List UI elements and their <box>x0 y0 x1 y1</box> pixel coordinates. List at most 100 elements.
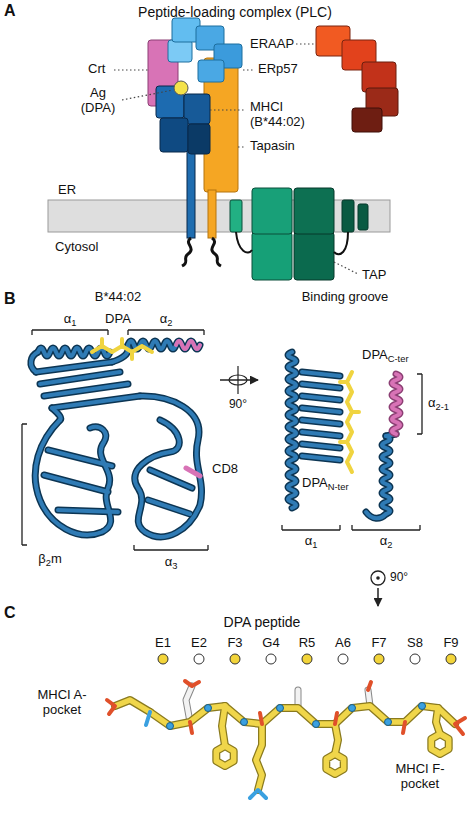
oxygen-stick <box>455 718 465 734</box>
tap-linker <box>236 232 348 254</box>
tap-domain <box>294 188 334 234</box>
text-part: α <box>305 533 313 548</box>
oxygen-stick <box>107 700 115 714</box>
panel-title: Peptide-loading complex (PLC) <box>138 4 332 20</box>
text-part: α <box>160 311 168 326</box>
structure-title: B*44:02 <box>95 290 141 305</box>
bracket <box>128 330 204 335</box>
panel-letter: B <box>4 290 16 308</box>
subscript: C-ter <box>388 354 409 364</box>
alpha2-1-segment <box>176 341 200 349</box>
component-label: ERAAP <box>250 37 294 52</box>
domain-label: α2-1 <box>428 396 449 412</box>
component-label: MHCI (B*44:02) <box>250 100 320 130</box>
compartment-label: ER <box>58 183 76 198</box>
oxygen-stick <box>190 713 405 733</box>
alpha2-1-helix <box>392 374 400 434</box>
nitrogen-atom <box>349 705 356 712</box>
peptide-stick <box>102 339 132 359</box>
nitrogen-atom <box>277 705 284 712</box>
bracket <box>417 374 422 434</box>
leader-line <box>238 146 246 147</box>
erp57-shape <box>198 60 224 82</box>
rotation-symbol <box>229 375 247 385</box>
erp57-shape <box>168 40 192 62</box>
tap-helix <box>342 200 354 232</box>
text-part: β <box>38 551 45 566</box>
subscript: 2 <box>167 318 172 328</box>
rotation-arrow <box>377 588 379 606</box>
component-label: TAP <box>362 268 386 283</box>
peptide-sticks <box>340 372 359 472</box>
ribbon-outline <box>31 341 202 537</box>
rotation-symbol <box>371 571 385 585</box>
structure-title: Binding groove <box>302 290 389 305</box>
rotation-symbol <box>376 576 380 580</box>
leader-line <box>243 69 255 70</box>
leader-line <box>114 69 148 70</box>
bracket <box>134 545 208 550</box>
cd8-site <box>186 468 200 476</box>
tapasin-tm <box>208 190 216 238</box>
leader-line <box>296 43 314 44</box>
leader-lines <box>114 44 358 274</box>
rotation-axis <box>237 366 238 394</box>
rotation-label: 90° <box>390 571 408 585</box>
anchor-marker <box>446 654 456 664</box>
text-part: DPA <box>302 475 328 490</box>
leader-line <box>122 90 173 100</box>
domain-label: α2 <box>380 534 393 550</box>
anchor-marker <box>230 654 240 664</box>
tap-domain <box>252 188 292 234</box>
subscript: N-ter <box>328 482 349 492</box>
residue-markers <box>158 654 456 664</box>
residue-marker <box>266 654 276 664</box>
rotation-label: 90° <box>229 398 247 412</box>
anchor-marker <box>374 654 384 664</box>
leader-line <box>334 262 358 274</box>
nitrogen-stick <box>146 712 266 798</box>
mhci-tm <box>187 150 195 238</box>
panel-letter: A <box>4 2 16 20</box>
terminus-label: DPAC-ter <box>362 348 409 364</box>
ribbon-structure <box>31 341 202 537</box>
subscript: 2-1 <box>436 402 450 412</box>
residue-marker <box>410 654 420 664</box>
ribbon-outline <box>288 352 396 518</box>
bracket <box>32 330 108 335</box>
nitrogen-atom <box>167 723 174 730</box>
text-part: α <box>380 533 388 548</box>
text-part: DPA <box>362 347 388 362</box>
subscript: 2 <box>387 540 392 550</box>
pocket-label: MHCI F-pocket <box>389 762 451 792</box>
eraap-shape <box>352 108 382 132</box>
nitrogen-atom <box>313 721 320 728</box>
domain-label: α1 <box>305 534 318 550</box>
pocket-label: MHCI A-pocket <box>31 688 93 718</box>
domain-label: α1 <box>64 312 77 328</box>
component-label: ERp57 <box>258 62 298 77</box>
nitrogen-atoms <box>167 703 426 730</box>
subscript: 2 <box>46 558 51 568</box>
residue-label: E2 <box>191 636 207 651</box>
tap-domain <box>252 232 292 280</box>
residue-label: E1 <box>155 636 171 651</box>
peptide-sticks <box>92 339 152 359</box>
alpha2-1-outline <box>392 374 400 434</box>
subscript: 1 <box>71 318 76 328</box>
oxygen-stick <box>185 681 199 686</box>
nitrogen-atom <box>419 703 426 710</box>
text-part: α <box>165 554 173 569</box>
cytosolic-tail <box>182 238 191 266</box>
oxygen-atoms <box>107 681 465 734</box>
anchor-marker <box>158 654 168 664</box>
residue-label: F9 <box>443 636 458 651</box>
tap-helix <box>358 204 368 230</box>
component-label: Crt <box>88 62 105 77</box>
panel-letter: C <box>4 604 16 622</box>
residue-label: S8 <box>407 636 423 651</box>
nitrogen-atom <box>385 719 392 726</box>
residue-marker <box>194 654 204 664</box>
cytosolic-tail <box>212 238 221 266</box>
